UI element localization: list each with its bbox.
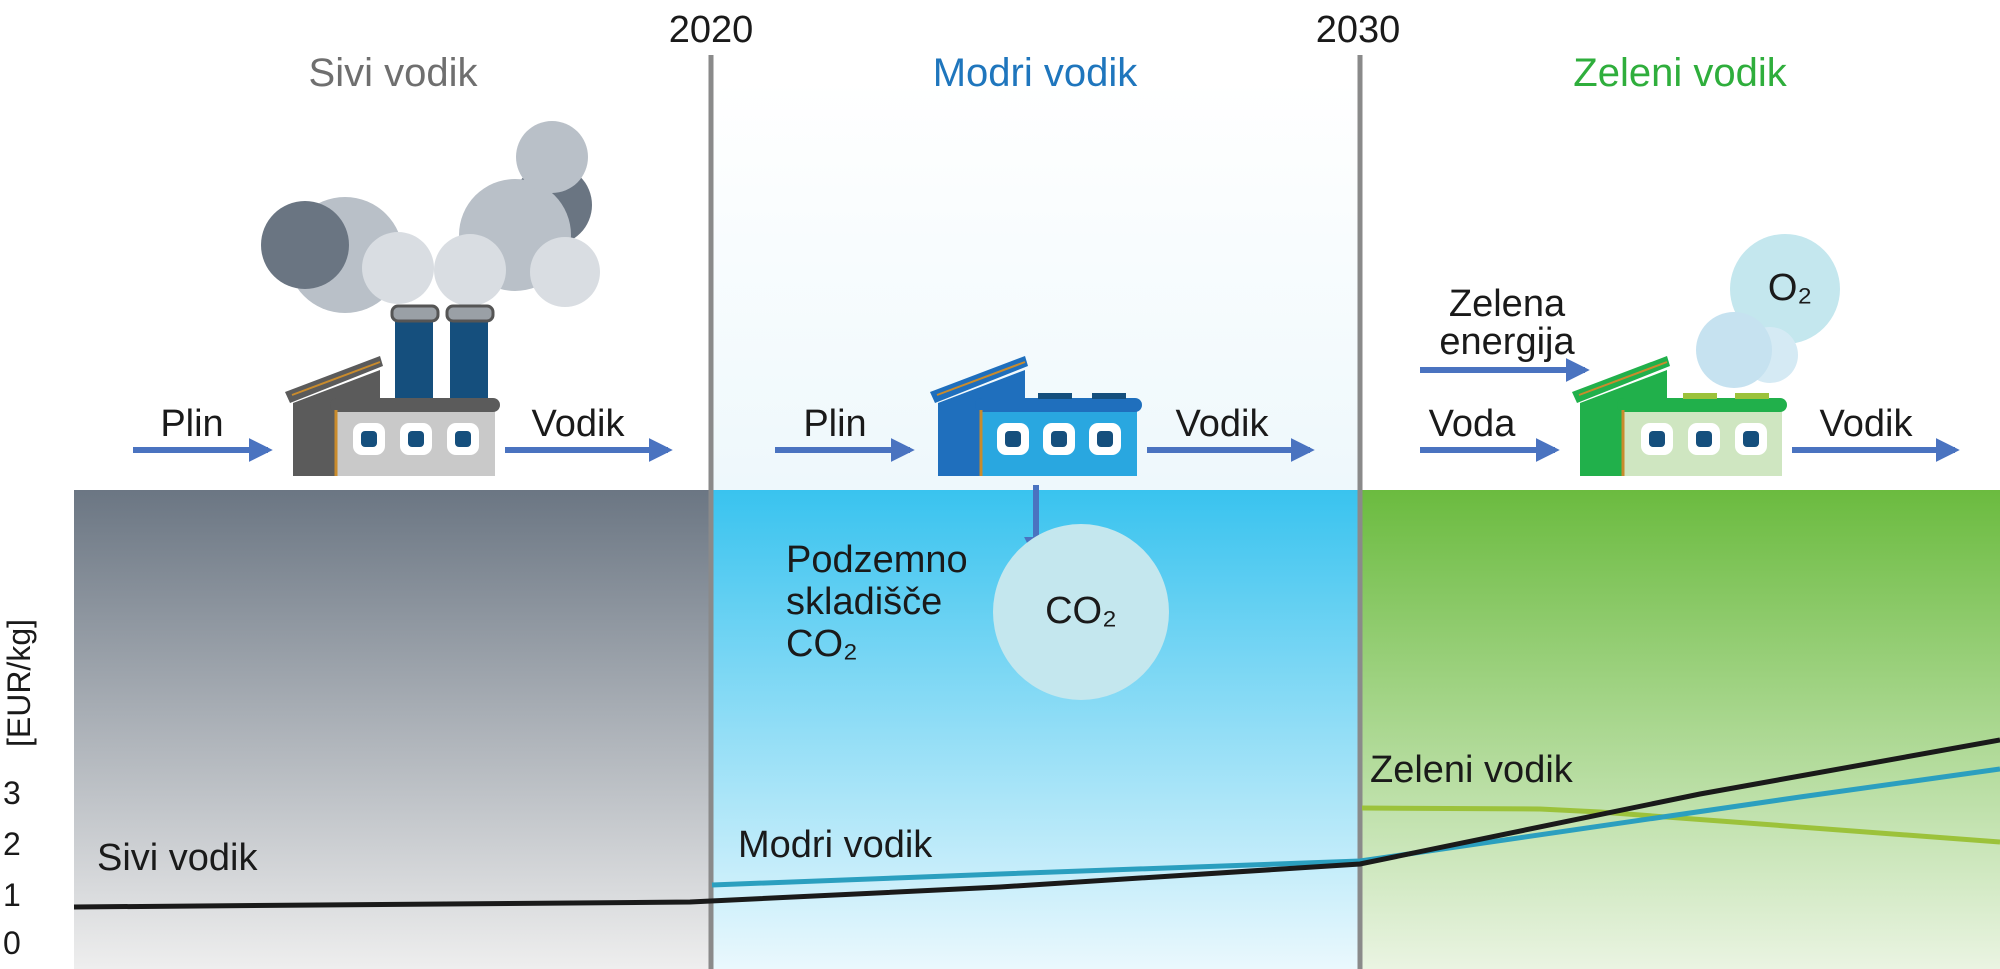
o2-bubble-label: O₂: [1768, 267, 1812, 309]
y-tick-1: 1: [3, 877, 21, 913]
storage-label-line1: Podzemno: [786, 539, 968, 581]
year-2020: 2020: [669, 9, 754, 51]
y-axis-label: [EUR/kg]: [1, 619, 37, 747]
green-output-label: Vodik: [1820, 403, 1914, 445]
green-series-label: Zeleni vodik: [1370, 749, 1574, 791]
energy-label-line2: energija: [1439, 321, 1575, 363]
factory-icon: [285, 304, 500, 476]
green-era-band: [1360, 490, 2000, 969]
green-input-label: Voda: [1429, 403, 1517, 445]
grey-input-label: Plin: [160, 403, 223, 445]
energy-label-line1: Zelena: [1449, 283, 1566, 325]
era-title-grey: Sivi vodik: [309, 51, 479, 95]
blue-input-label: Plin: [803, 403, 866, 445]
y-tick-2: 2: [3, 826, 21, 862]
grey-series-label: Sivi vodik: [97, 837, 258, 879]
year-2030: 2030: [1316, 9, 1401, 51]
factory-icon: [930, 356, 1142, 476]
co2-bubble-icon: [993, 524, 1169, 700]
grey-era-band: [74, 490, 712, 969]
blue-output-label: Vodik: [1176, 403, 1270, 445]
co2-bubble-label: CO₂: [1045, 590, 1117, 632]
y-tick-3: 3: [3, 775, 21, 811]
y-tick-0: 0: [3, 925, 21, 961]
smoke-cloud-icon: [1696, 312, 1798, 388]
storage-label-line2: skladišče: [786, 581, 942, 623]
grey-hydrogen-cost-line: [73, 737, 2000, 910]
grey-output-label: Vodik: [532, 403, 626, 445]
green-hydrogen-cost-line: [1361, 805, 2000, 845]
o2-bubble-icon: [1730, 234, 1840, 344]
storage-label-line3: CO₂: [786, 623, 858, 665]
factory-icon: [1572, 356, 1787, 476]
blue-hydrogen-cost-line: [711, 766, 2000, 888]
era-title-green: Zeleni vodik: [1573, 51, 1787, 95]
blue-series-label: Modri vodik: [738, 824, 933, 866]
smoke-cloud-icon: [261, 121, 600, 313]
era-title-blue: Modri vodik: [933, 51, 1139, 95]
